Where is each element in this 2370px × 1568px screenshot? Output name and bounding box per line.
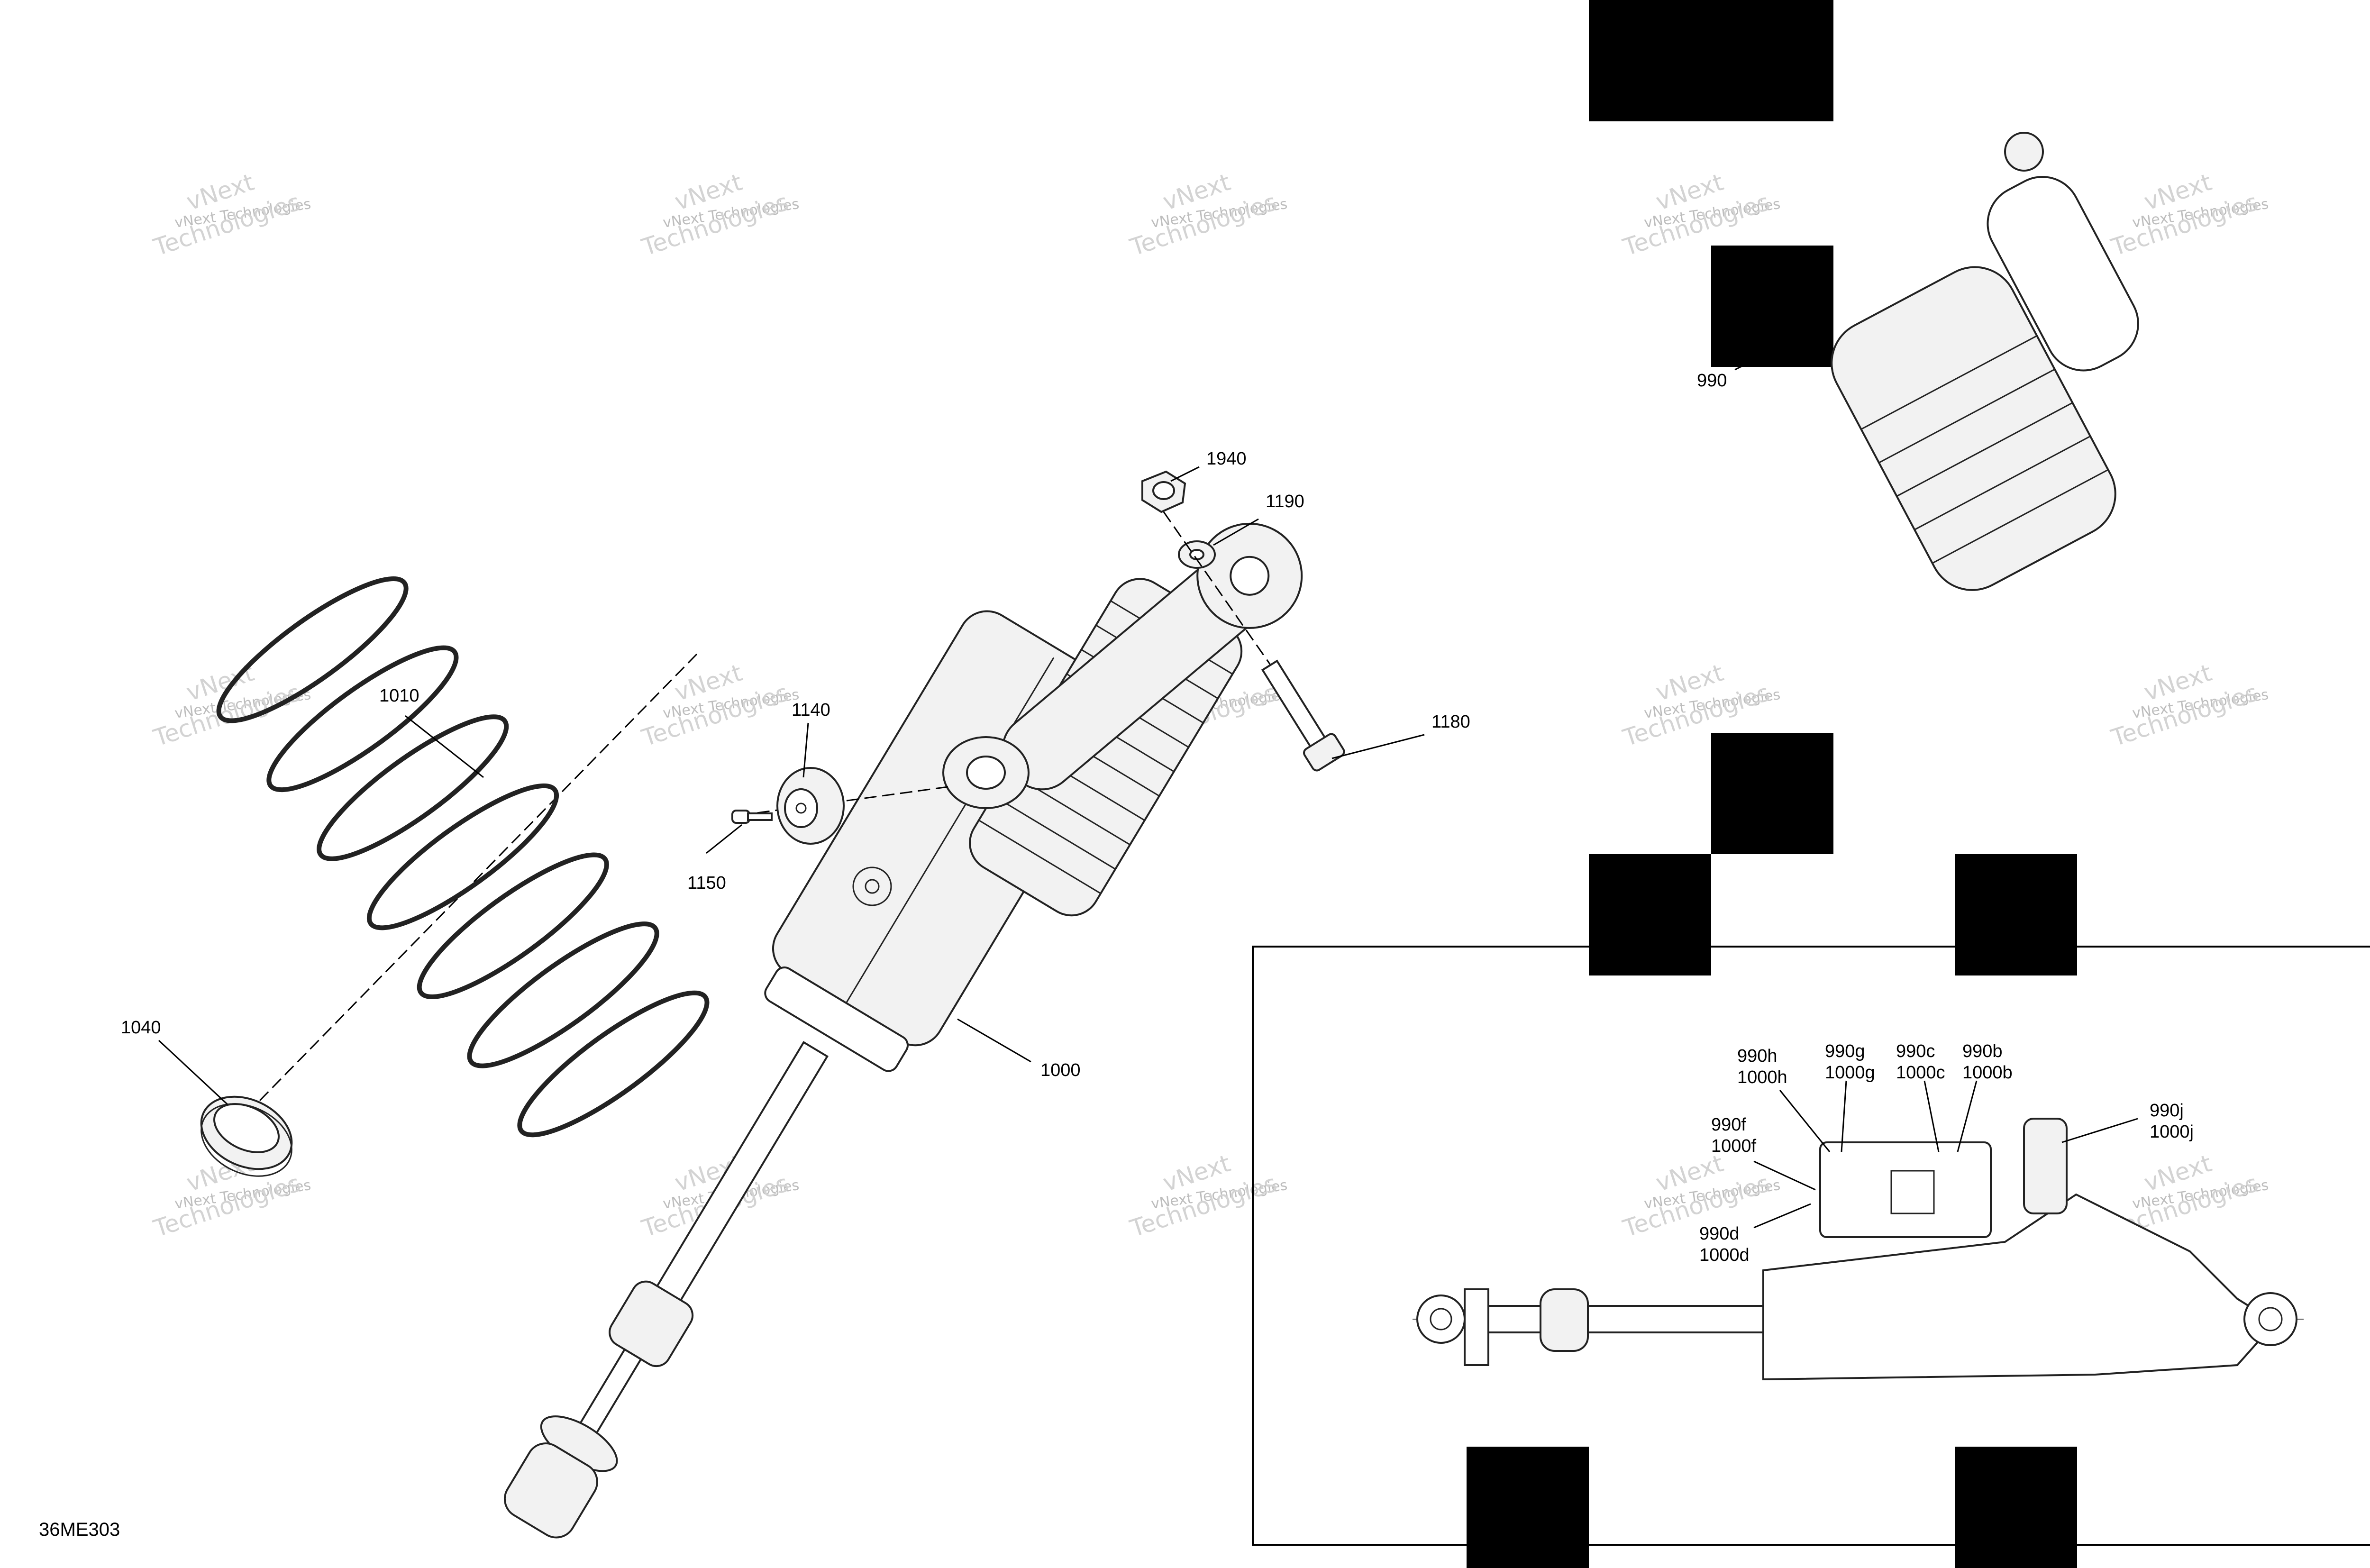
detail-bumper	[1540, 1288, 1589, 1352]
detail-label-b-b: 1000b	[1962, 1063, 2013, 1083]
shock-absorber-1000[interactable]	[494, 502, 1323, 1547]
detail-label-j-b: 1000j	[2150, 1122, 2194, 1142]
bolt-axis-line	[1163, 511, 1323, 740]
detail-rod	[1483, 1305, 1764, 1333]
watermark: vNext Technologies vNext Technologies	[1126, 1149, 1288, 1243]
redaction-box	[1589, 0, 1833, 121]
spring-coils	[216, 576, 710, 1138]
lower-eyelet	[503, 1442, 598, 1539]
assembly-body	[1831, 266, 2116, 591]
assembly-reservoir	[1987, 176, 2139, 372]
callout-1010: 1010	[379, 686, 419, 706]
detail-label-f-b: 1000f	[1711, 1136, 1757, 1156]
redaction-box	[1711, 246, 1833, 367]
detail-reservoir	[1819, 1141, 1992, 1238]
assembly-adjuster	[2004, 132, 2044, 172]
watermark: vNext Technologies vNext Technologies	[150, 168, 312, 262]
detail-label-c-b: 1000c	[1896, 1063, 1945, 1083]
callout-1190: 1190	[1266, 492, 1304, 511]
redaction-box	[1589, 854, 1711, 975]
watermark: vNext Technologies vNext Technologies	[150, 659, 312, 752]
detail-spring-seat	[1464, 1288, 1489, 1366]
detail-right-eyelet	[2243, 1292, 2297, 1346]
redaction-box	[1955, 854, 2077, 975]
leader-lines	[158, 359, 2138, 1229]
gear-logo-icon	[852, 866, 892, 906]
redaction-boxes	[1467, 0, 2077, 1568]
callout-labels: 1940 1190 1180 1140 1150 1010 1040 1000 …	[39, 371, 2194, 1540]
assembly-view-990[interactable]	[1795, 132, 2218, 605]
detail-label-f-a: 990f	[1711, 1115, 1746, 1135]
watermark: vNext Technologies vNext Technologies	[2107, 659, 2270, 752]
callout-1140: 1140	[792, 700, 830, 720]
retainer-1040[interactable]	[190, 1083, 303, 1190]
spring-1010[interactable]	[203, 559, 722, 1155]
redaction-box	[1955, 1447, 2077, 1568]
redaction-box	[1711, 733, 1833, 854]
spring-axis-line	[255, 653, 698, 1105]
detail-label-d-a: 990d	[1699, 1224, 1740, 1244]
diagram-code: 36ME303	[39, 1519, 120, 1540]
detail-label-c-a: 990c	[1896, 1041, 1935, 1061]
adjuster-knob-1140[interactable]	[739, 767, 948, 845]
washer-1190[interactable]	[1178, 540, 1216, 569]
screw-1150[interactable]	[731, 810, 773, 824]
detail-label-b-a: 990b	[1962, 1041, 2003, 1061]
detail-label-g-a: 990g	[1825, 1041, 1865, 1061]
detail-left-eyelet	[1416, 1295, 1466, 1344]
detail-label-g-b: 1000g	[1825, 1063, 1875, 1083]
callout-1150: 1150	[687, 873, 726, 893]
detail-label-h-b: 1000h	[1737, 1067, 1787, 1087]
watermark: vNext Technologies vNext Technologies	[2107, 168, 2270, 262]
callout-1000: 1000	[1040, 1060, 1081, 1080]
bolt-1180[interactable]	[1255, 656, 1346, 773]
detail-label-d-b: 1000d	[1699, 1245, 1750, 1265]
redaction-box	[1467, 1447, 1589, 1568]
callout-1180: 1180	[1431, 712, 1470, 732]
nut-1940[interactable]	[1141, 470, 1186, 513]
watermark: vNext Technologies vNext Technologies	[1126, 168, 1288, 262]
watermark: vNext Technologies vNext Technologies	[638, 168, 800, 262]
watermark: vNext Technologies vNext Technologies	[638, 659, 800, 752]
detail-label-j-a: 990j	[2150, 1101, 2184, 1121]
detail-view[interactable]	[1252, 946, 2370, 1546]
detail-adjuster-j	[2023, 1118, 2068, 1214]
detail-frame	[1252, 946, 2370, 1546]
callout-990: 990	[1697, 371, 1727, 391]
callout-1940: 1940	[1206, 449, 1247, 469]
callout-1040: 1040	[121, 1018, 161, 1038]
detail-label-h-a: 990h	[1737, 1046, 1778, 1066]
